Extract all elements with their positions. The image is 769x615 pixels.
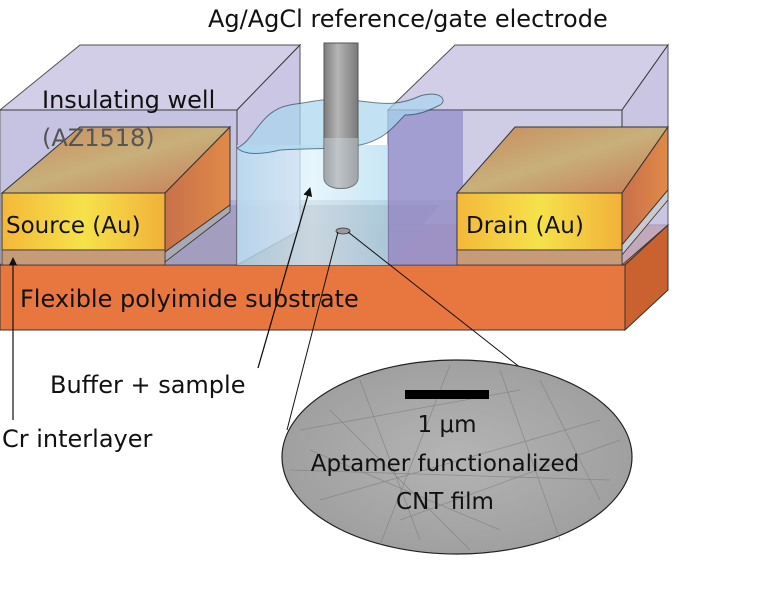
cnt-spot xyxy=(335,227,351,235)
insulating-well-material-label: (AZ1518) xyxy=(42,124,155,152)
buffer-label: Buffer + sample xyxy=(50,371,245,399)
inset-leader-right xyxy=(347,231,541,384)
cr-interlayer-label: Cr interlayer xyxy=(2,425,153,453)
cnt-film-inset xyxy=(281,359,633,555)
substrate-label: Flexible polyimide substrate xyxy=(20,285,359,313)
source-electrode xyxy=(0,125,232,266)
scale-bar-label: 1 μm xyxy=(418,412,477,438)
drain-electrode xyxy=(455,125,669,266)
scale-bar xyxy=(405,390,489,399)
gate-electrode-label: Ag/AgCl reference/gate electrode xyxy=(208,5,608,33)
source-label: Source (Au) xyxy=(6,213,141,239)
inset-label-line1: Aptamer functionalized xyxy=(311,451,579,477)
drain-label: Drain (Au) xyxy=(466,213,584,239)
buffer-arrow xyxy=(257,187,313,369)
gate-electrode xyxy=(323,42,359,189)
insulating-well-label: Insulating well xyxy=(42,86,215,114)
inset-label-line2: CNT film xyxy=(396,489,494,515)
inset-leader-left xyxy=(286,231,339,431)
